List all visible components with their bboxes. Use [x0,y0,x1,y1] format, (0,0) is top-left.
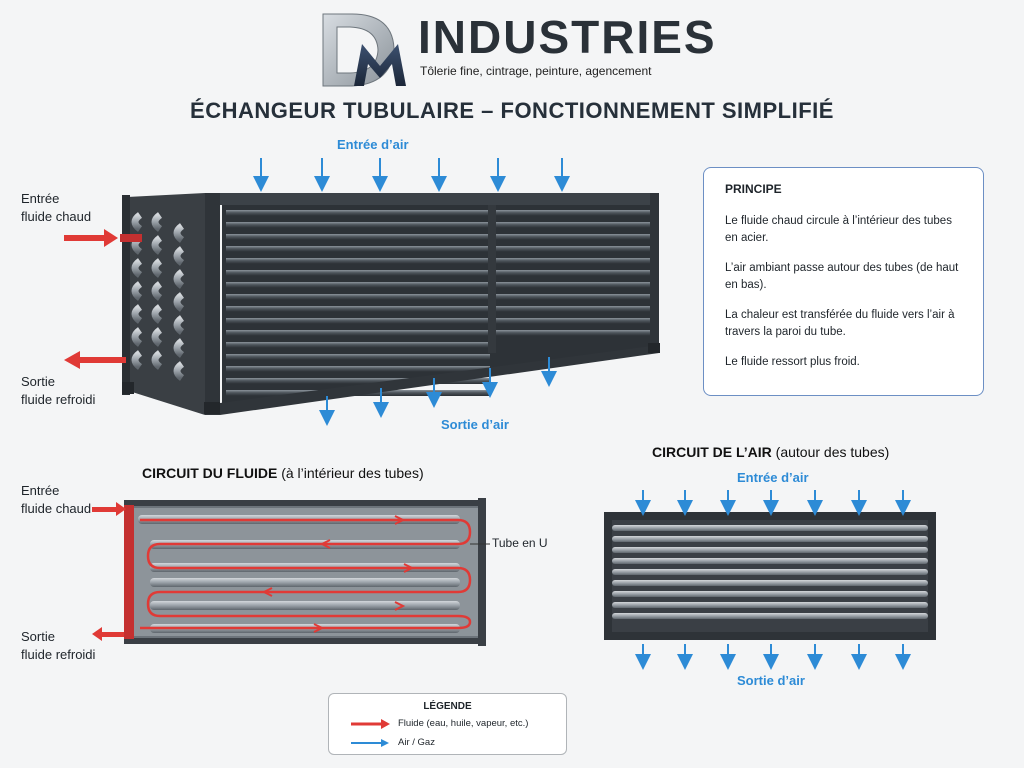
logo-tagline: Tôlerie fine, cintrage, peinture, agence… [420,64,652,78]
legend-arrows [351,719,390,747]
fluid-circuit-title: CIRCUIT DU FLUIDE (à l’intérieur des tub… [142,465,424,481]
air-circuit-title: CIRCUIT DE L’AIR (autour des tubes) [652,444,890,460]
logo-brand: INDUSTRIES [418,11,717,63]
principe-line: Le fluide ressort plus froid. [725,356,860,368]
air-in-arrows-top [253,158,570,192]
page-title: ÉCHANGEUR TUBULAIRE – FONCTIONNEMENT SIM… [190,98,834,123]
principe-box: PRINCIPE Le fluide chaud circule à l’int… [703,167,984,396]
air-out-arrows-top [319,357,557,426]
u-tube-callout: Tube en U [492,536,548,550]
air-out-arrows-circuit [635,644,911,670]
legend-air-arrowhead [381,739,389,747]
principe-line: Le fluide chaud circule à l’intérieur de… [725,215,952,244]
u-bends [131,212,185,381]
legend-box: LÉGENDE Fluide (eau, huile, vapeur, etc.… [328,693,567,755]
air-in-arrows-circuit [635,490,911,516]
fluid-in-label-circuit: Entrée fluide chaud [21,483,92,516]
air-in-label-circuit: Entrée d’air [737,470,809,485]
tube-rows [226,210,650,396]
legend-item-fluid: Fluide (eau, huile, vapeur, etc.) [398,718,529,729]
fluid-out-label-circuit: Sortie fluide refroidi [21,629,96,662]
legend-fluid-arrowhead [381,719,390,729]
logo-monogram [322,13,406,87]
top-exchanger [122,193,660,415]
principe-line: La chaleur est transférée du fluide vers… [725,309,955,338]
air-circuit-diagram [604,512,936,640]
fluid-circuit-diagram [124,498,490,646]
fluid-out-arrow-top [64,351,126,369]
air-out-label-circuit: Sortie d’air [737,673,805,688]
fluid-in-label-top: Entrée fluide chaud [21,191,92,224]
fluid-in-arrow-top [64,229,142,247]
legend-title: LÉGENDE [423,701,472,712]
fluid-in-arrow-circuit [92,502,126,516]
fluid-out-arrow-circuit [92,627,124,641]
air-out-label-top: Sortie d’air [441,417,509,432]
legend-item-air: Air / Gaz [398,737,435,748]
principe-line: L’air ambiant passe autour des tubes (de… [725,262,959,291]
fluid-out-label-top: Sortie fluide refroidi [21,374,96,407]
principe-title: PRINCIPE [725,182,782,196]
air-in-label-top: Entrée d’air [337,137,409,152]
